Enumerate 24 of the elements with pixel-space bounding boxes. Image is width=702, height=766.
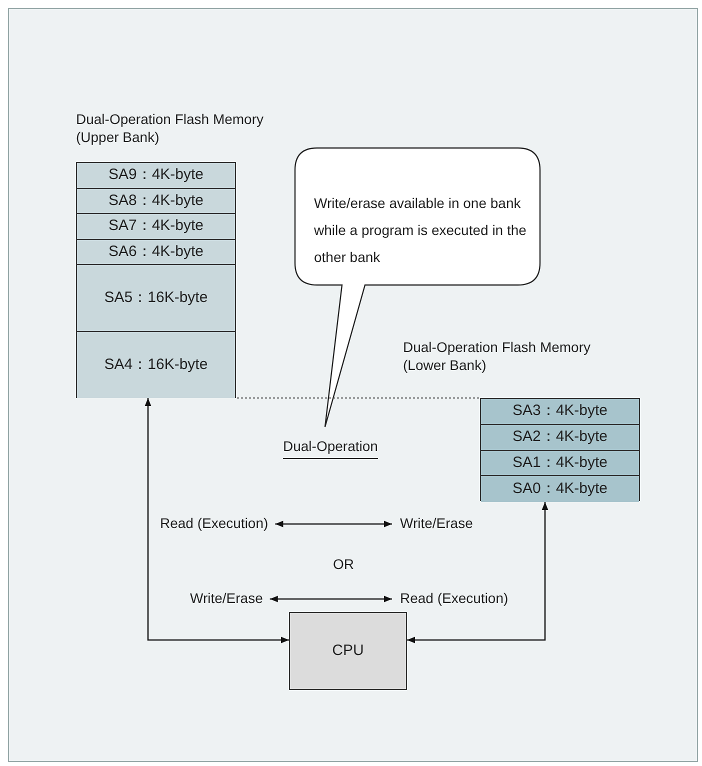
memory-sector: SA8：4K-byte bbox=[77, 188, 235, 214]
text-label: OR bbox=[333, 555, 354, 573]
arrow bbox=[407, 502, 548, 644]
memory-sector: SA7：4K-byte bbox=[77, 214, 235, 240]
operation-label: Write/Erase bbox=[400, 514, 473, 532]
bubble-text: Write/erase available in one bank while a program is executed in the other bank bbox=[314, 194, 528, 267]
cpu-box: CPU bbox=[289, 612, 407, 690]
memory-sector: SA4：16K-byte bbox=[77, 332, 235, 398]
underlined-label: Dual-Operation bbox=[283, 437, 378, 459]
memory-sector: SA6：4K-byte bbox=[77, 240, 235, 265]
operation-label: Write/Erase bbox=[190, 589, 263, 607]
memory-sector: SA3：4K-byte bbox=[481, 399, 639, 425]
memory-sector: SA5：16K-byte bbox=[77, 265, 235, 332]
arrow bbox=[144, 398, 289, 644]
memory-sector: SA0：4K-byte bbox=[481, 476, 639, 502]
arrow bbox=[275, 520, 392, 528]
operation-label: Read (Execution) bbox=[160, 514, 268, 532]
bank-heading: Dual-Operation Flash Memory (Upper Bank) bbox=[76, 110, 265, 146]
arrow bbox=[270, 596, 392, 602]
memory-sector: SA9：4K-byte bbox=[77, 163, 235, 188]
memory-sector: SA1：4K-byte bbox=[481, 450, 639, 476]
bank-heading: Dual-Operation Flash Memory (Lower Bank) bbox=[403, 338, 592, 374]
operation-label: Read (Execution) bbox=[400, 589, 508, 607]
memory-sector: SA2：4K-byte bbox=[481, 424, 639, 450]
